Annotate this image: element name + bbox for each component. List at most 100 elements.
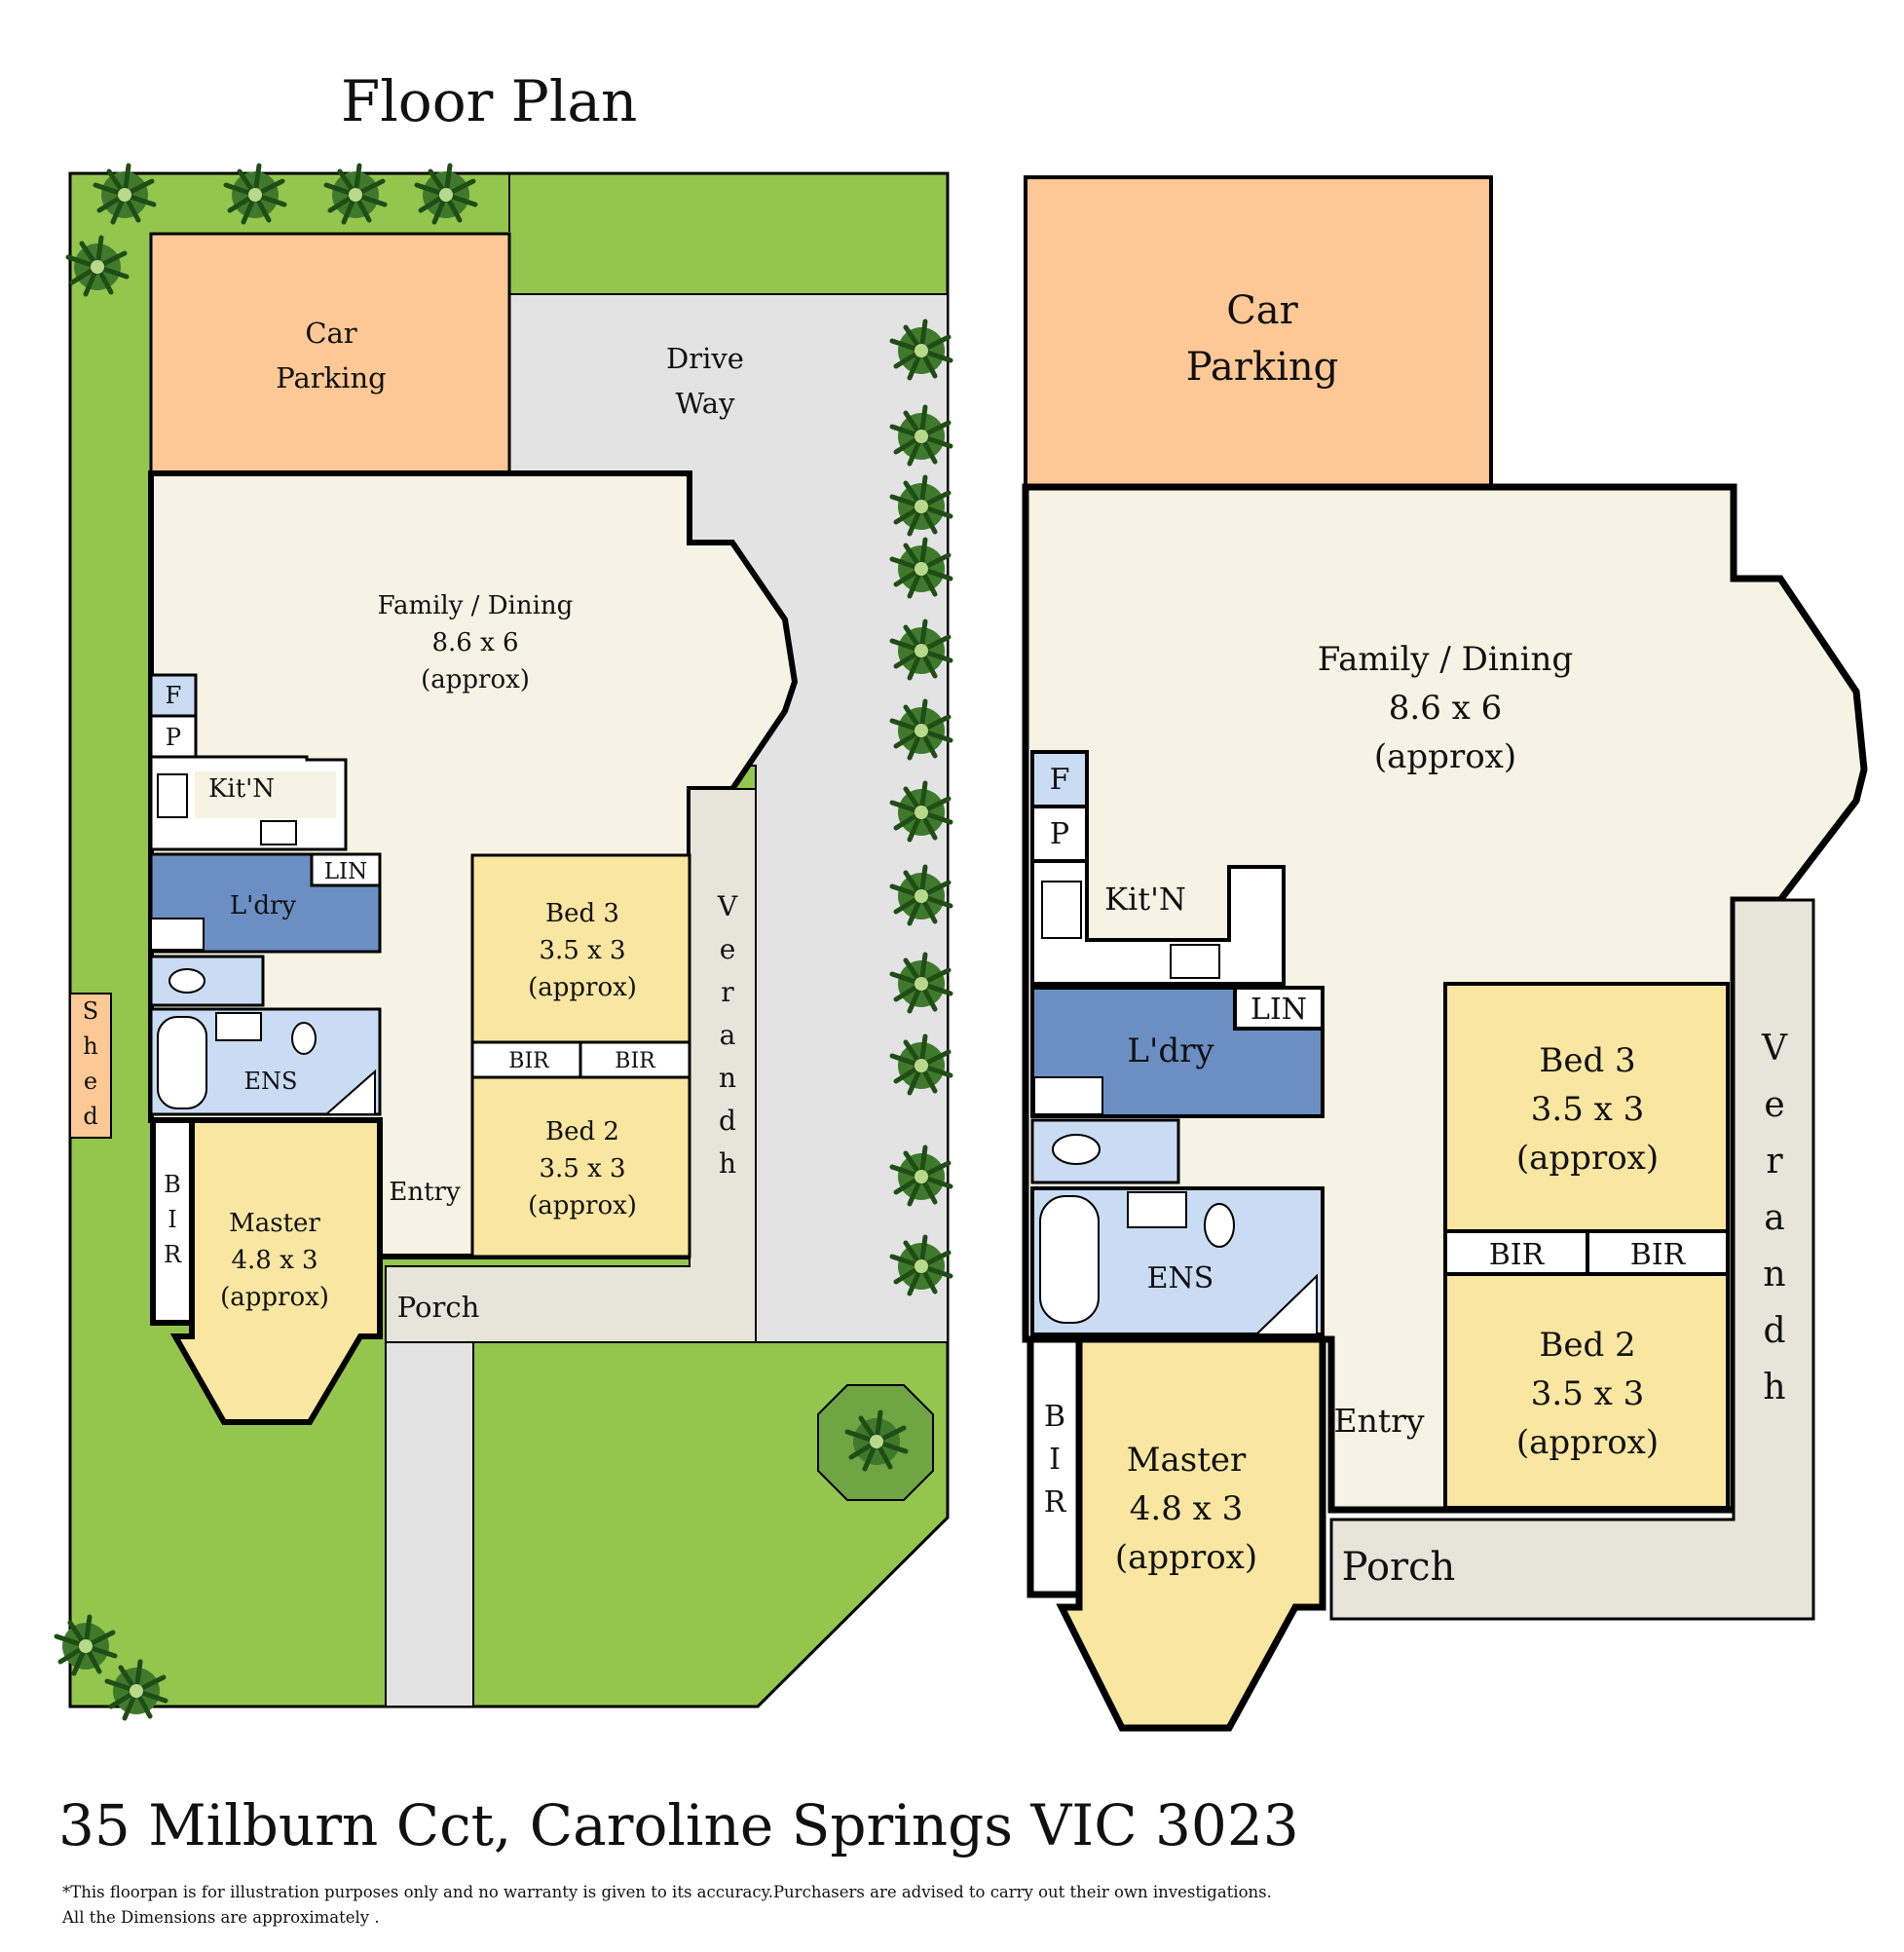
bed2-approx: (approx) [1516, 1423, 1659, 1462]
ens-toilet-icon [291, 1022, 317, 1055]
ens-toilet-icon [1204, 1203, 1235, 1248]
master-room [169, 1117, 383, 1425]
bir-left-label: BIR [508, 1049, 550, 1073]
bed2-size: 3.5 x 3 [1531, 1374, 1645, 1413]
kitchen-label: Kit'N [1104, 881, 1186, 918]
family-dining-approx: (approx) [421, 665, 530, 694]
pantry-label: P [1050, 817, 1069, 851]
verandah [1329, 898, 1815, 1621]
bed3-room [1443, 982, 1730, 1233]
master-approx: (approx) [1115, 1538, 1257, 1577]
verandah-letter: h [1763, 1368, 1785, 1408]
bath-icon [1039, 1195, 1100, 1324]
shed-letter: S [83, 997, 98, 1025]
vanity-icon [215, 1012, 262, 1041]
bir-letter: R [1044, 1485, 1067, 1520]
bed2-label: Bed 2 [545, 1117, 619, 1146]
bed2-approx: (approx) [528, 1191, 637, 1220]
car-parking-label-1: Car [305, 317, 356, 350]
master-approx: (approx) [220, 1283, 329, 1312]
verandah-letter: d [719, 1105, 736, 1137]
disclaimer-line-2: All the Dimensions are approximately . [62, 1908, 380, 1927]
family-dining-label: Family / Dining [1318, 640, 1573, 679]
bed3-size: 3.5 x 3 [1531, 1090, 1645, 1129]
sink-icon [1041, 881, 1082, 939]
master-bir-label: B I R [164, 1171, 182, 1268]
shower-icon [323, 1069, 376, 1115]
pantry-box [1030, 805, 1089, 863]
verandah-label: V e r a n d h [717, 890, 738, 1180]
site-plan: Car Parking Drive Way Family / Dining 8.… [56, 166, 951, 1718]
verandah-letter: e [720, 933, 736, 965]
family-dining-label: Family / Dining [378, 591, 574, 620]
wc-room [149, 955, 265, 1007]
shed-letter: h [83, 1032, 97, 1060]
entry-label: Entry [1333, 1402, 1424, 1440]
laundry-label: L'dry [230, 891, 296, 920]
bir-letter: B [164, 1171, 181, 1198]
floor-plan: Car Parking Family / Dining 8.6 x 6 (app… [1022, 175, 1868, 1732]
front-path [385, 1341, 474, 1708]
verandah-letter: h [719, 1147, 736, 1180]
verandah-letter: r [1766, 1142, 1783, 1182]
toilet-icon [168, 968, 205, 994]
verandah-letter: V [717, 890, 738, 922]
verandah-letter: d [1763, 1311, 1785, 1351]
bed3-size: 3.5 x 3 [539, 936, 625, 965]
kitchen-label: Kit'N [208, 774, 275, 804]
verandah-letter: a [1764, 1198, 1784, 1238]
bir-letter: B [1044, 1400, 1065, 1434]
toilet-icon [1052, 1134, 1101, 1165]
master-bir-label: B I R [1044, 1400, 1067, 1520]
cooktop-icon [260, 820, 297, 845]
bed3-approx: (approx) [1516, 1139, 1659, 1178]
porch-label: Porch [397, 1291, 480, 1324]
sink-icon [157, 773, 188, 818]
property-address: 35 Milburn Cct, Caroline Springs VIC 302… [58, 1792, 1299, 1858]
fridge-box [1030, 750, 1089, 808]
porch-label: Porch [1342, 1545, 1456, 1590]
pantry-label: P [166, 724, 181, 751]
bir-right-label: BIR [1630, 1238, 1687, 1272]
verandah-letter: n [1763, 1255, 1785, 1295]
family-dining-size: 8.6 x 6 [431, 628, 518, 657]
ensuite-label: ENS [1147, 1261, 1214, 1295]
bir-letter: R [164, 1241, 182, 1268]
bed2-room [470, 1075, 691, 1258]
shower-icon [1253, 1273, 1318, 1335]
laundry-tub-icon [150, 918, 205, 951]
family-dining-size: 8.6 x 6 [1389, 689, 1503, 728]
master-size: 4.8 x 3 [1130, 1489, 1244, 1528]
master-label: Master [229, 1209, 320, 1238]
cooktop-icon [1170, 944, 1220, 979]
shed [69, 993, 112, 1139]
bed3-approx: (approx) [528, 973, 637, 1002]
pantry-box [149, 714, 198, 759]
verandah-letter: e [1764, 1085, 1784, 1125]
verandah-letter: V [1761, 1029, 1788, 1069]
kitchen-bench [1030, 859, 1286, 986]
bir-right-label: BIR [615, 1049, 656, 1073]
car-parking [1024, 175, 1493, 489]
ensuite-label: ENS [244, 1068, 298, 1095]
bir-letter: I [168, 1206, 176, 1233]
vanity-icon [1127, 1191, 1187, 1228]
family-dining-approx: (approx) [1374, 737, 1516, 776]
laundry-label: L'dry [1127, 1032, 1214, 1070]
driveway-label-2: Way [676, 387, 736, 420]
bed2-size: 3.5 x 3 [539, 1154, 625, 1183]
verandah-letter: a [720, 1019, 736, 1051]
wc-room [1030, 1118, 1180, 1184]
bed3-room [470, 853, 691, 1044]
car-parking-label-1: Car [1226, 288, 1298, 333]
car-parking [149, 232, 511, 475]
master-room [1056, 1335, 1326, 1732]
master-label: Master [1127, 1441, 1247, 1480]
shed-letter: d [83, 1103, 97, 1130]
bir-letter: I [1049, 1443, 1061, 1477]
verandah-letter: n [719, 1062, 736, 1094]
shed-label: S h e d [83, 997, 98, 1130]
verandah-label: V e r a n d h [1761, 1029, 1788, 1408]
bed2-room [1443, 1272, 1730, 1510]
